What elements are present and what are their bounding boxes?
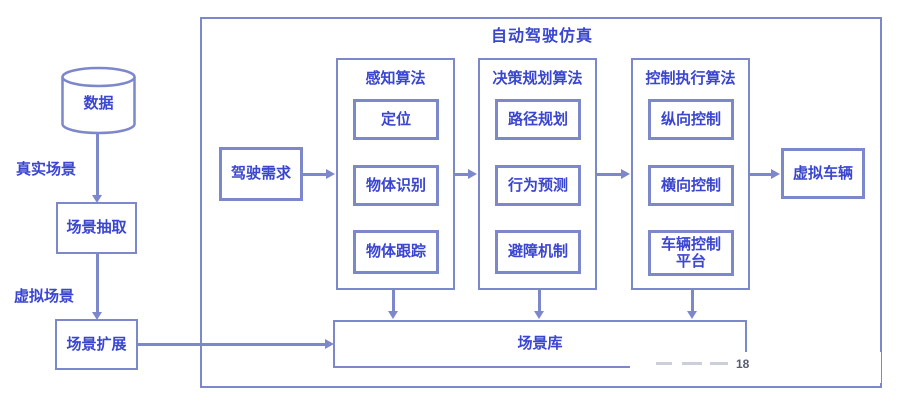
- decision-planning-header: 决策规划算法: [492, 70, 583, 87]
- localization-label: 定位: [380, 110, 411, 128]
- arrowhead-control-to-library: [687, 311, 697, 319]
- watermark-blob: [630, 352, 881, 383]
- database-cylinder-icon: [61, 66, 136, 135]
- scene-extraction-box: 场景抽取: [56, 202, 137, 254]
- path-planning-box: 路径规划: [495, 99, 581, 140]
- virtual-vehicle-label: 虚拟车辆: [792, 164, 853, 182]
- behavior-prediction-box: 行为预测: [495, 165, 581, 206]
- object-recognition-label: 物体识别: [365, 176, 426, 194]
- longitudinal-control-box: 纵向控制: [648, 99, 734, 140]
- arrowhead-db-to-extraction: [92, 195, 102, 203]
- scene-expansion-box: 场景扩展: [55, 319, 138, 370]
- localization-box: 定位: [353, 99, 439, 140]
- connector-decision-to-library: [538, 290, 541, 312]
- arrowhead-control-to-vehicle: [771, 169, 780, 179]
- watermark-remnant-text: 18: [736, 357, 750, 371]
- watermark-ghost-dash: [710, 362, 728, 365]
- perception-header: 感知算法: [365, 70, 426, 87]
- simulation-frame: [200, 17, 882, 388]
- database-label: 数据: [83, 95, 114, 112]
- driving-demand-label: 驾驶需求: [230, 165, 291, 183]
- lateral-control-label: 横向控制: [660, 176, 721, 194]
- watermark-ghost-dash: [656, 362, 672, 365]
- driving-demand-box: 驾驶需求: [219, 147, 303, 201]
- connector-perception-to-library: [392, 290, 395, 312]
- scene-expansion-label: 场景扩展: [66, 335, 127, 353]
- connector-control-to-vehicle: [750, 173, 772, 176]
- connector-perception-to-decision: [455, 173, 469, 176]
- vehicle-control-platform-box: 车辆控制平台: [648, 230, 734, 276]
- scene-library-bar: 场景库: [333, 320, 747, 368]
- perception-column: 感知算法 定位 物体识别 物体跟踪: [336, 58, 455, 290]
- connector-control-to-library: [691, 290, 694, 312]
- arrowhead-perception-to-decision: [468, 169, 477, 179]
- watermark-blob-step-left: [645, 343, 738, 355]
- arrowhead-perception-to-library: [388, 311, 398, 319]
- arrowhead-demand-to-perception: [326, 169, 335, 179]
- diagram-title: 自动驾驶仿真: [490, 28, 593, 45]
- arrowhead-decision-to-library: [534, 311, 544, 319]
- connector-db-to-extraction: [96, 133, 99, 196]
- decision-planning-column: 决策规划算法 路径规划 行为预测 避障机制: [478, 58, 597, 290]
- path-planning-label: 路径规划: [507, 110, 568, 128]
- control-execution-column: 控制执行算法 纵向控制 横向控制 车辆控制平台: [631, 58, 750, 290]
- arrowhead-expansion-to-library: [325, 339, 334, 349]
- lateral-control-box: 横向控制: [648, 165, 734, 206]
- vehicle-control-platform-label: 车辆控制平台: [660, 235, 721, 270]
- control-execution-header: 控制执行算法: [645, 70, 736, 87]
- scene-extraction-label: 场景抽取: [66, 219, 127, 237]
- object-tracking-label: 物体跟踪: [365, 243, 426, 261]
- object-recognition-box: 物体识别: [353, 165, 439, 206]
- behavior-prediction-label: 行为预测: [507, 176, 568, 194]
- obstacle-avoidance-box: 避障机制: [495, 230, 581, 274]
- connector-decision-to-control: [597, 173, 622, 176]
- arrowhead-decision-to-control: [621, 169, 630, 179]
- longitudinal-control-label: 纵向控制: [660, 110, 721, 128]
- scene-library-label: 场景库: [517, 335, 563, 353]
- object-tracking-box: 物体跟踪: [353, 230, 439, 274]
- connector-expansion-to-library: [138, 343, 326, 346]
- connector-extraction-to-expansion: [96, 254, 99, 313]
- obstacle-avoidance-label: 避障机制: [507, 243, 568, 261]
- watermark-ghost-dash: [682, 362, 702, 365]
- connector-demand-to-perception: [303, 173, 327, 176]
- arrowhead-extraction-to-expansion: [92, 312, 102, 320]
- watermark-blob-step-right: [843, 342, 878, 360]
- virtual-vehicle-box: 虚拟车辆: [781, 148, 865, 199]
- real-scene-label: 真实场景: [16, 161, 77, 178]
- virtual-scene-label: 虚拟场景: [14, 288, 75, 305]
